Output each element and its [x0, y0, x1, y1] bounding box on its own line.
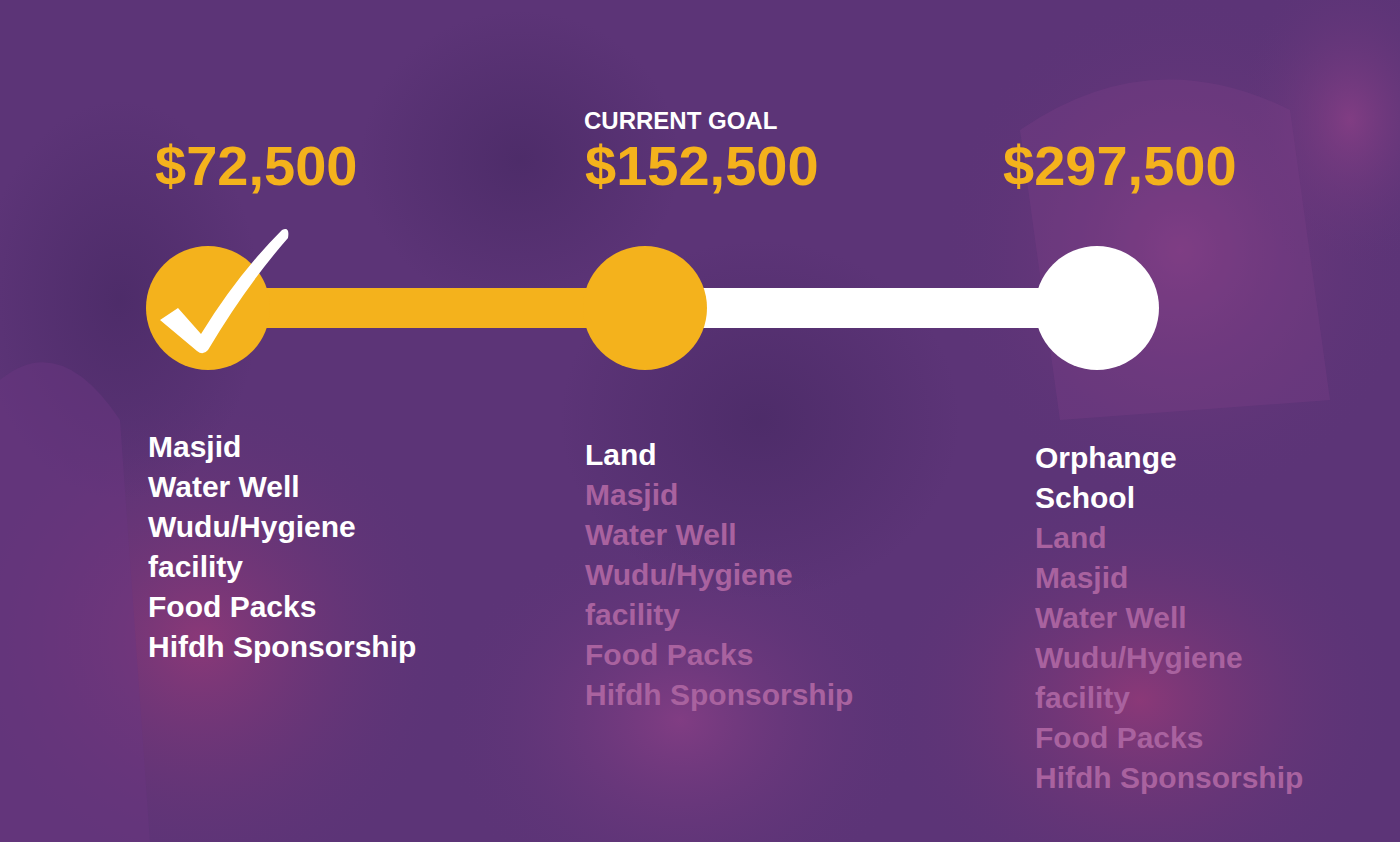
- funded-item: Orphange: [1035, 438, 1325, 478]
- item-list: LandMasjidWater WellWudu/Hygiene facilit…: [585, 435, 875, 715]
- progress-bar: [701, 288, 1041, 328]
- circle-fill: [1035, 246, 1159, 370]
- circle-fill: [583, 246, 707, 370]
- faded-item: Masjid: [585, 475, 875, 515]
- goal-amount: $297,500: [1003, 134, 1237, 198]
- item-list: OrphangeSchoolLandMasjidWater WellWudu/H…: [1035, 438, 1325, 798]
- circle-shape: [146, 246, 270, 370]
- check-mark: [160, 229, 288, 353]
- circle-shape: [1035, 246, 1159, 370]
- faded-item: Water Well: [585, 515, 875, 555]
- faded-item: Masjid: [1035, 558, 1325, 598]
- milestone-circle: CURRENT GOAL$152,500LandMasjidWater Well…: [583, 246, 707, 370]
- faded-item: Land: [1035, 518, 1325, 558]
- faded-item: Wudu/Hygiene facility: [1035, 638, 1325, 718]
- faded-item: Hifdh Sponsorship: [1035, 758, 1325, 798]
- funded-item: Hifdh Sponsorship: [148, 627, 438, 667]
- milestone-circle: $297,500OrphangeSchoolLandMasjidWater We…: [1035, 246, 1159, 370]
- faded-item: Wudu/Hygiene facility: [585, 555, 875, 635]
- current-goal-tag: CURRENT GOAL: [584, 107, 777, 135]
- funded-item: Water Well: [148, 467, 438, 507]
- funded-item: Land: [585, 435, 875, 475]
- item-list: MasjidWater WellWudu/Hygiene facilityFoo…: [148, 427, 438, 667]
- faded-item: Food Packs: [585, 635, 875, 675]
- circle-shape: [583, 246, 707, 370]
- progress-bar: [264, 288, 589, 328]
- faded-item: Water Well: [1035, 598, 1325, 638]
- goal-amount: $72,500: [155, 134, 357, 198]
- milestone-circle: $72,500MasjidWater WellWudu/Hygiene faci…: [146, 246, 270, 370]
- funded-item: Food Packs: [148, 587, 438, 627]
- funded-item: Wudu/Hygiene facility: [148, 507, 438, 587]
- goal-amount: $152,500: [585, 134, 819, 198]
- funded-item: Masjid: [148, 427, 438, 467]
- faded-item: Hifdh Sponsorship: [585, 675, 875, 715]
- faded-item: Food Packs: [1035, 718, 1325, 758]
- funded-item: School: [1035, 478, 1325, 518]
